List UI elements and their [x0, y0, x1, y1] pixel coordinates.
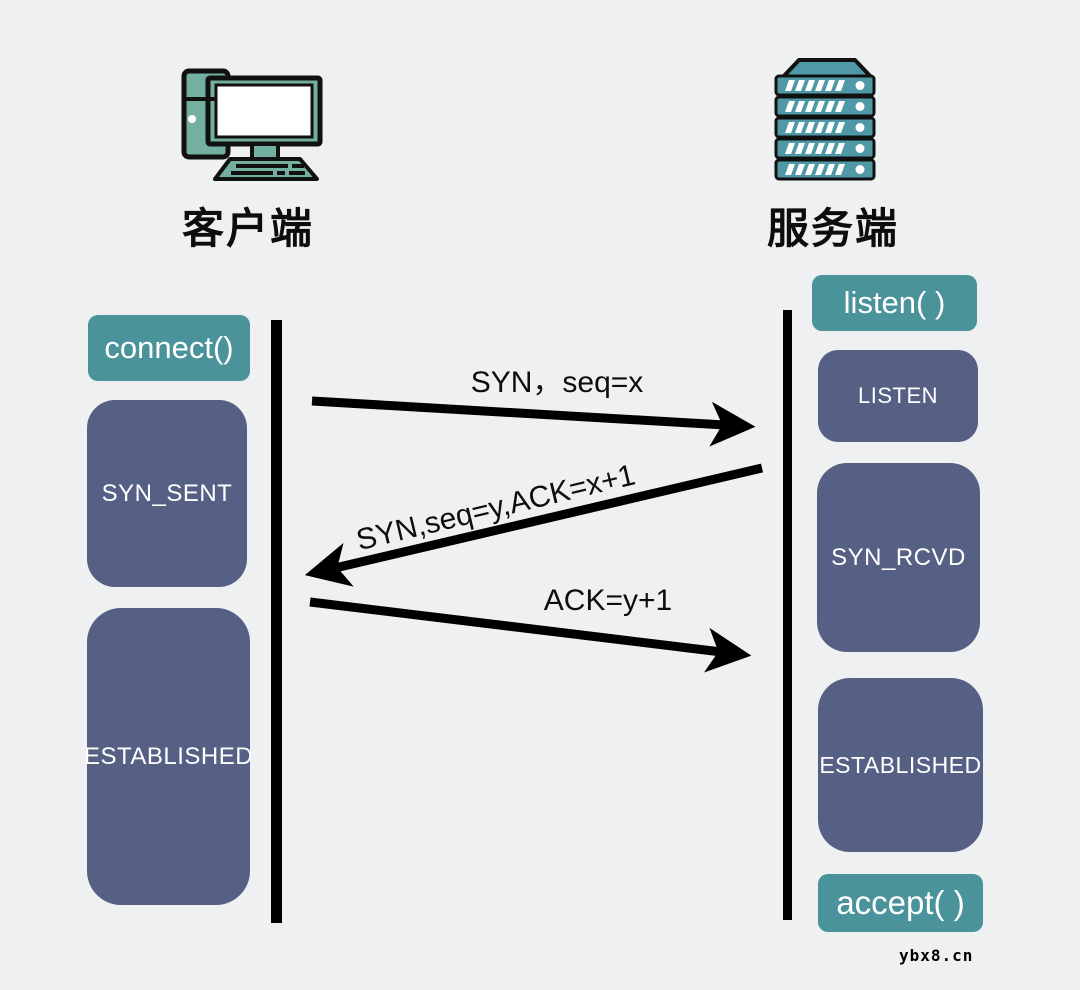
watermark: ybx8.cn — [899, 946, 974, 965]
client-title: 客户端 — [181, 205, 314, 252]
client-computer-icon — [181, 68, 323, 181]
state-box-listen: LISTEN — [818, 350, 978, 442]
state-box-established-server: ESTABLISHED — [818, 678, 983, 852]
arrow-syn — [311, 396, 756, 447]
arrow-syn-ack — [304, 463, 764, 587]
state-box-syn-sent: SYN_SENT — [87, 400, 247, 587]
arrow-ack — [309, 597, 752, 673]
server-rack-icon — [774, 58, 876, 181]
server-title: 服务端 — [766, 205, 899, 252]
state-box-syn-rcvd: SYN_RCVD — [817, 463, 980, 652]
label-syn: SYN，seq=x — [471, 366, 644, 399]
accept-call-box: accept( ) — [818, 874, 983, 932]
connect-call-box: connect() — [88, 315, 250, 381]
client-timeline — [271, 320, 282, 923]
listen-call-box: listen( ) — [812, 275, 977, 331]
state-box-established-client: ESTABLISHED — [84, 608, 253, 905]
server-timeline — [783, 310, 792, 920]
label-ack: ACK=y+1 — [544, 584, 672, 617]
